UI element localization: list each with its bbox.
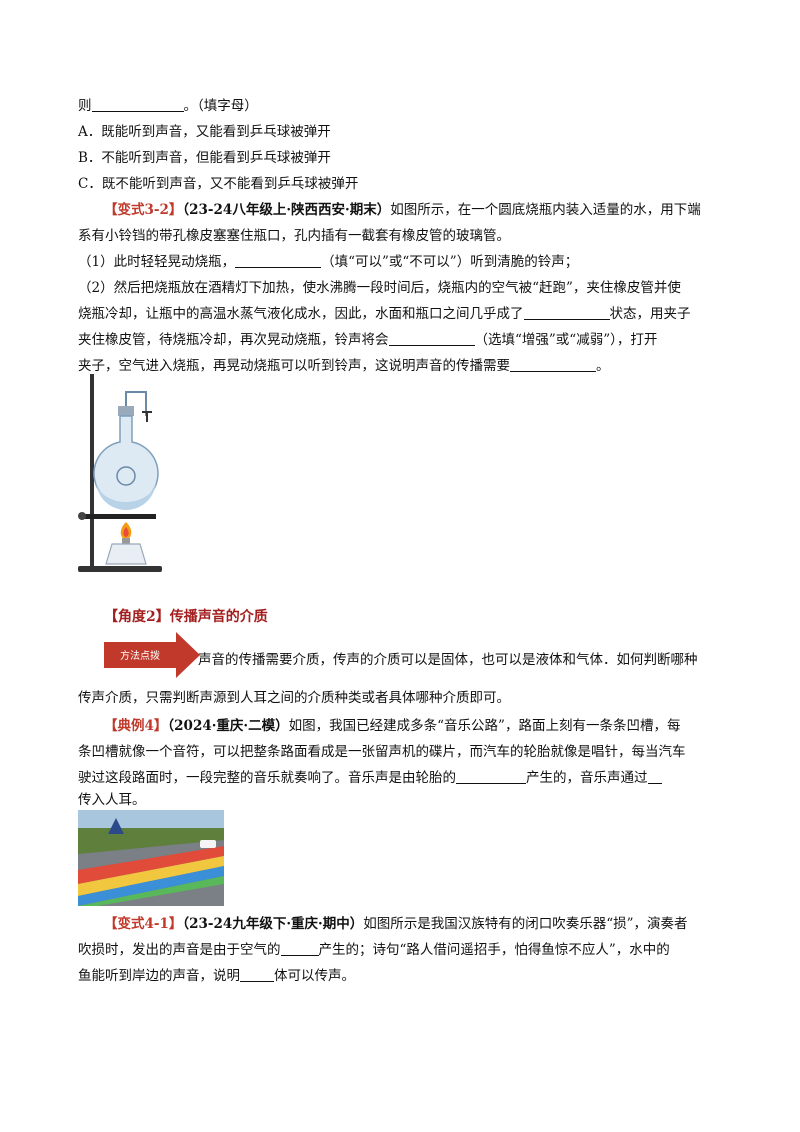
answer-blank	[91, 97, 184, 112]
item2-text: 夹子，空气进入烧瓶，再晃动烧瓶可以听到铃声，这说明声音的传播需要	[78, 358, 510, 374]
lamp-wick	[122, 538, 130, 544]
variant-3-2-item2-l3: 夹住橡皮管，待烧瓶冷却，再次晃动烧瓶，铃声将会 （选填“增强”或“减弱”），打开	[78, 330, 657, 350]
item2-blank-medium	[510, 357, 596, 372]
blue-lane	[78, 866, 224, 906]
bell	[116, 466, 136, 486]
option-a: A．既能听到声音，又能看到乒乓球被弹开	[78, 124, 331, 140]
red-lane	[78, 846, 224, 884]
item2-text-tail: 状态，用夹子	[609, 306, 691, 322]
example-4-line3: 驶过这段路面时，一段完整的音乐就奏响了。音乐声是由轮胎的 产生的，音乐声通过	[78, 768, 662, 788]
answer-suffix: 。（填字母）	[183, 98, 258, 114]
item2-blank-sound	[388, 331, 475, 346]
item2-blank-state	[523, 305, 610, 320]
option-b: B．不能听到声音，但能看到乒乓球被弹开	[78, 150, 331, 166]
item2-text: 夹住橡皮管，待烧瓶冷却，再次晃动烧瓶，铃声将会	[78, 332, 389, 348]
variant-text: 鱼能听到岸边的声音，说明	[78, 968, 240, 984]
example-4-line4: 传入人耳。	[78, 792, 146, 808]
variant-text-tail: 产生的；诗句“路人借问遥招手，怕得鱼惊不应人”，水中的	[318, 942, 670, 958]
variant-3-2-item1: （1）此时轻轻晃动烧瓶， （填“可以”或“不可以”）听到清脆的铃声；	[78, 252, 578, 272]
roadside-sign	[108, 818, 124, 834]
item2-end: 。	[596, 358, 610, 374]
variant-3-2-header: 【变式3-2】（23-24八年级上·陕西西安·期末）如图所示，在一个圆底烧瓶内装…	[104, 200, 701, 220]
flame-core	[123, 527, 129, 537]
variant-text-tail: 体可以传声。	[274, 968, 355, 984]
item1-text: （1）此时轻轻晃动烧瓶，	[78, 254, 236, 270]
badge-label: 方法点拨	[120, 649, 160, 662]
alcohol-lamp	[105, 543, 147, 565]
yellow-lane	[78, 856, 224, 896]
stand-base	[78, 566, 162, 572]
example-source: （2024·重庆·二模）	[167, 718, 289, 734]
answer-prefix: 则	[78, 98, 92, 114]
variant-blank-medium	[240, 967, 274, 982]
green-lane	[78, 876, 224, 906]
stand-rod	[90, 374, 94, 568]
example-text: 如图，我国已经建成多条“音乐公路”，路面上刻有一条条凹槽，每	[288, 718, 681, 734]
method-text-l2: 传声介质，只需判断声源到人耳之间的介质种类或者具体哪种介质即可。	[78, 690, 510, 706]
variant-tag: 【变式3-2】	[104, 202, 183, 218]
example-4-line2: 条凹槽就像一个音符，可以把整条路面看成是一张留声机的碟片，而汽车的轮胎就像是唱针…	[78, 744, 686, 760]
example-blank-source	[456, 769, 526, 784]
section-title: 【角度2】传播声音的介质	[104, 609, 268, 625]
car	[200, 840, 216, 848]
variant-source: （23-24八年级上·陕西西安·期末）	[182, 202, 391, 218]
variant-text: 如图所示，在一个圆底烧瓶内装入适量的水，用下端	[390, 202, 701, 218]
variant-4-1-line2: 吹损时，发出的声音是由于空气的 产生的；诗句“路人借问遥招手，怕得鱼惊不应人”，水…	[78, 940, 670, 960]
flask-water	[96, 480, 156, 510]
example-text: 驶过这段路面时，一段完整的音乐就奏响了。音乐声是由轮胎的	[78, 770, 456, 786]
item2-hint: （选填“增强”或“减弱”），打开	[474, 332, 658, 348]
ring-support	[80, 514, 156, 519]
example-4-header: 【典例4】（2024·重庆·二模）如图，我国已经建成多条“音乐公路”，路面上刻有…	[104, 716, 680, 736]
item1-blank	[235, 253, 322, 268]
variant-source: （23-24九年级下·重庆·期中）	[182, 916, 364, 932]
example-text-tail: 产生的，音乐声通过	[526, 770, 648, 786]
example-blank-medium	[647, 769, 662, 784]
round-flask	[93, 415, 159, 507]
variant-blank-vibration	[280, 941, 319, 956]
flask-apparatus-illustration	[78, 374, 162, 572]
variant-3-2-item2-l1: （2）然后把烧瓶放在酒精灯下加热，使水沸腾一段时间后，烧瓶内的空气被“赶跑”，夹…	[78, 280, 681, 296]
method-badge: 方法点拨	[104, 632, 200, 678]
music-road-photo	[78, 810, 224, 906]
example-tag: 【典例4】	[104, 718, 168, 734]
clamp-knob	[78, 512, 86, 520]
variant-tag: 【变式4-1】	[104, 916, 183, 932]
method-text-l1: 声音的传播需要介质，传声的介质可以是固体，也可以是液体和气体．如何判断哪种	[198, 652, 698, 668]
item2-text: 烧瓶冷却，让瓶中的高温水蒸气液化成水，因此，水面和瓶口之间几乎成了	[78, 306, 524, 322]
variant-3-2-item2-l4: 夹子，空气进入烧瓶，再晃动烧瓶可以听到铃声，这说明声音的传播需要 。	[78, 356, 610, 376]
option-c: C．既不能听到声音，又不能看到乒乓球被弹开	[78, 176, 359, 192]
rubber-stopper	[118, 406, 134, 416]
variant-text: 吹损时，发出的声音是由于空气的	[78, 942, 281, 958]
glass-tube	[125, 391, 147, 416]
variant-text: 如图所示是我国汉族特有的闭口吹奏乐器“损”，演奏者	[363, 916, 688, 932]
pinch-clamp	[142, 411, 152, 422]
variant-4-1-line3: 鱼能听到岸边的声音，说明 体可以传声。	[78, 966, 355, 986]
item1-hint: （填“可以”或“不可以”）听到清脆的铃声；	[321, 254, 579, 270]
variant-3-2-item2-l2: 烧瓶冷却，让瓶中的高温水蒸气液化成水，因此，水面和瓶口之间几乎成了 状态，用夹子	[78, 304, 691, 324]
answer-line: 则 。（填字母）	[78, 96, 258, 116]
variant-4-1-header: 【变式4-1】（23-24九年级下·重庆·期中）如图所示是我国汉族特有的闭口吹奏…	[104, 914, 688, 934]
arrow-badge-shape	[104, 632, 200, 678]
variant-3-2-line2: 系有小铃铛的带孔橡皮塞塞住瓶口，孔内插有一截套有橡皮管的玻璃管。	[78, 228, 510, 244]
